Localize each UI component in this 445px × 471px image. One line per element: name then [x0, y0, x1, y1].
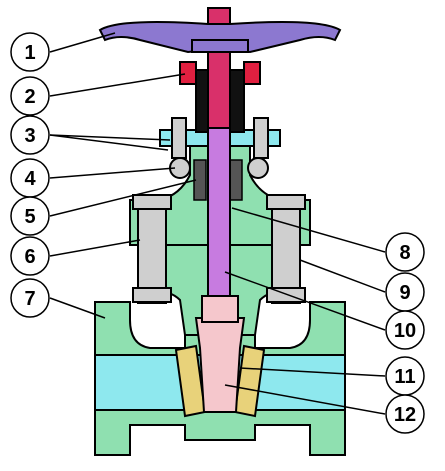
callouts — [10, 32, 425, 434]
leader-3b — [49, 134, 169, 151]
callout-10-label: 10 — [394, 320, 416, 342]
callout-6-circle — [10, 236, 50, 276]
handwheel-rim — [98, 21, 342, 54]
stem-lower — [207, 127, 231, 301]
callout-1-label: 1 — [24, 42, 35, 64]
gland-bolt-right — [253, 117, 269, 159]
leader-3a — [49, 134, 171, 141]
leader-4 — [49, 167, 176, 179]
nut-left-top — [132, 194, 172, 210]
stem-connector — [201, 295, 239, 323]
leader-2 — [49, 73, 186, 97]
leader-7 — [49, 297, 106, 319]
nut-right-bottom — [266, 287, 306, 303]
callout-4-label: 4 — [24, 168, 36, 190]
callout-8-circle — [385, 232, 425, 272]
callout-12-circle — [385, 394, 425, 434]
eyebolt-right — [247, 157, 269, 179]
leader-6 — [49, 239, 141, 257]
leader-8 — [231, 207, 386, 253]
callout-11-label: 11 — [394, 366, 415, 388]
bolt-right — [271, 194, 301, 304]
leader-5 — [49, 179, 197, 217]
callout-5-label: 5 — [24, 206, 35, 228]
handwheel-hub — [191, 39, 249, 53]
wedge-assembly — [174, 295, 266, 418]
nut-left-bottom — [132, 287, 172, 303]
callout-9-label: 9 — [399, 282, 410, 304]
callout-6-label: 6 — [24, 246, 35, 268]
callout-7-label: 7 — [24, 288, 35, 310]
packing-right — [229, 159, 243, 201]
leader-1 — [49, 32, 116, 53]
callout-labels: 1 2 3 4 5 6 7 8 9 10 11 12 — [24, 42, 416, 426]
bonnet-bolts — [132, 194, 306, 304]
leader-11 — [239, 367, 386, 377]
callout-8-label: 8 — [399, 242, 410, 264]
gland-bolt-left — [171, 117, 187, 159]
callout-1-circle — [10, 32, 50, 72]
yoke-nut-left — [179, 61, 197, 85]
callout-12-label: 12 — [394, 404, 416, 426]
yoke-nut-right — [243, 61, 261, 85]
callout-5-circle — [10, 196, 50, 236]
callout-3-circle — [10, 115, 50, 155]
callout-7-circle — [10, 278, 50, 318]
nut-right-top — [266, 194, 306, 210]
wedge — [194, 317, 246, 413]
bolt-left — [137, 194, 167, 304]
leader-9 — [299, 259, 386, 293]
leader-12 — [224, 384, 386, 415]
leader-10 — [224, 271, 386, 331]
callout-3-label: 3 — [24, 125, 35, 147]
handwheel — [98, 21, 342, 54]
callout-2-label: 2 — [24, 86, 35, 108]
callout-10-circle — [385, 310, 425, 350]
callout-2-circle — [10, 76, 50, 116]
